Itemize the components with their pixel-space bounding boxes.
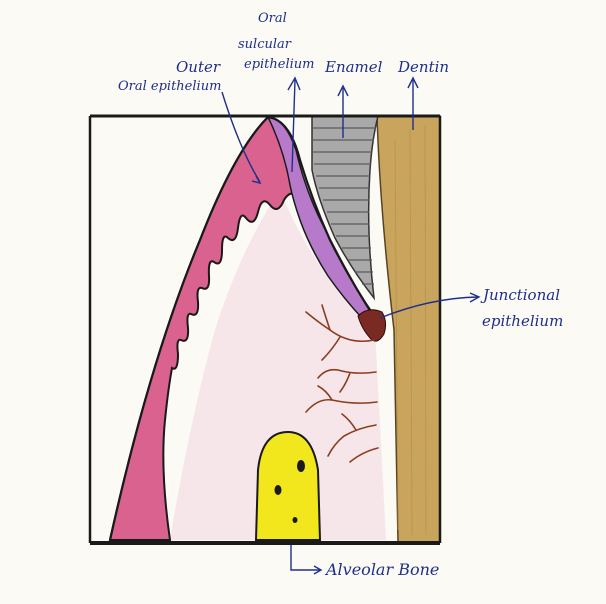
label-oral: Oral (258, 11, 287, 26)
label-junctional: Junctional (480, 286, 560, 304)
bone-dot-1 (297, 460, 305, 472)
alveolar-bone (256, 432, 320, 540)
label-alveolar-bone: Alveolar Bone (324, 560, 439, 579)
bone-dot-2 (275, 485, 282, 495)
label-sulcular-epithelium: epithelium (244, 57, 314, 72)
label-outer: Outer (176, 58, 221, 76)
label-sulcular: sulcular (238, 37, 292, 52)
bone-dot-3 (293, 517, 298, 523)
label-enamel: Enamel (324, 58, 383, 76)
label-dentin: Dentin (397, 58, 449, 76)
label-junctional-epithelium: epithelium (482, 312, 563, 330)
label-oral-epithelium: Oral epithelium (118, 79, 221, 94)
